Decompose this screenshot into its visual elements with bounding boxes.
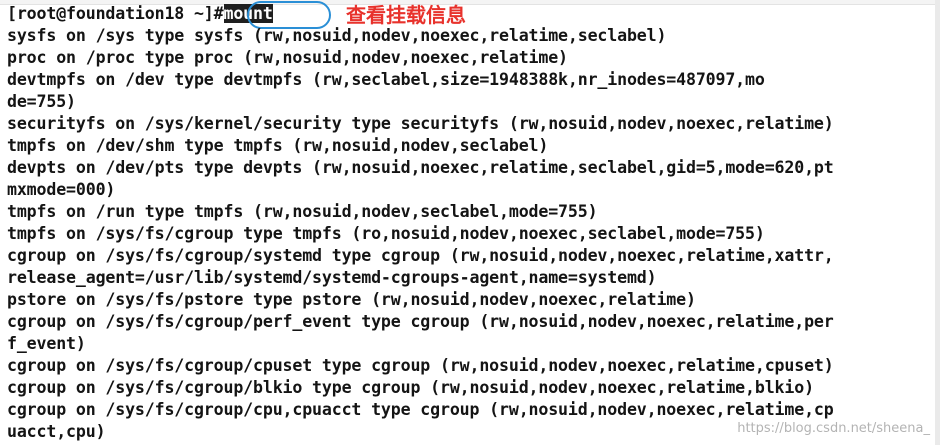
- watermark: https://blog.csdn.net/sheena_: [737, 421, 930, 436]
- output-line: pstore on /sys/fs/pstore type pstore (rw…: [7, 290, 696, 309]
- output-line: tmpfs on /dev/shm type tmpfs (rw,nosuid,…: [7, 136, 549, 155]
- vertical-scrollbar[interactable]: [935, 0, 940, 445]
- output-line: cgroup on /sys/fs/cgroup/cpu,cpuacct typ…: [7, 400, 834, 419]
- output-line: uacct,cpu): [7, 422, 106, 441]
- output-line: release_agent=/usr/lib/systemd/systemd-c…: [7, 268, 657, 287]
- command-highlight-circle: [247, 1, 331, 29]
- output-line: tmpfs on /sys/fs/cgroup type tmpfs (ro,n…: [7, 224, 765, 243]
- output-line: cgroup on /sys/fs/cgroup/perf_event type…: [7, 312, 834, 331]
- output-line: devtmpfs on /dev type devtmpfs (rw,secla…: [7, 70, 765, 89]
- output-line: f_event): [7, 334, 86, 353]
- output-line: cgroup on /sys/fs/cgroup/cpuset type cgr…: [7, 356, 834, 375]
- window-top-edge: [0, 0, 940, 5]
- prompt-line: [root@foundation18 ~]#mount: [7, 3, 273, 25]
- output-line: sysfs on /sys type sysfs (rw,nosuid,node…: [7, 26, 667, 45]
- output-line: cgroup on /sys/fs/cgroup/systemd type cg…: [7, 246, 834, 265]
- output-line: tmpfs on /run type tmpfs (rw,nosuid,node…: [7, 202, 598, 221]
- output-line: securityfs on /sys/kernel/security type …: [7, 114, 834, 133]
- output-line: de=755): [7, 92, 76, 111]
- output-line: mxmode=000): [7, 180, 116, 199]
- output-line: proc on /proc type proc (rw,nosuid,nodev…: [7, 48, 568, 67]
- annotation-label: 查看挂载信息: [346, 3, 466, 27]
- shell-prompt: [root@foundation18 ~]#: [7, 4, 224, 23]
- output-line: devpts on /dev/pts type devpts (rw,nosui…: [7, 158, 834, 177]
- output-line: cgroup on /sys/fs/cgroup/blkio type cgro…: [7, 378, 814, 397]
